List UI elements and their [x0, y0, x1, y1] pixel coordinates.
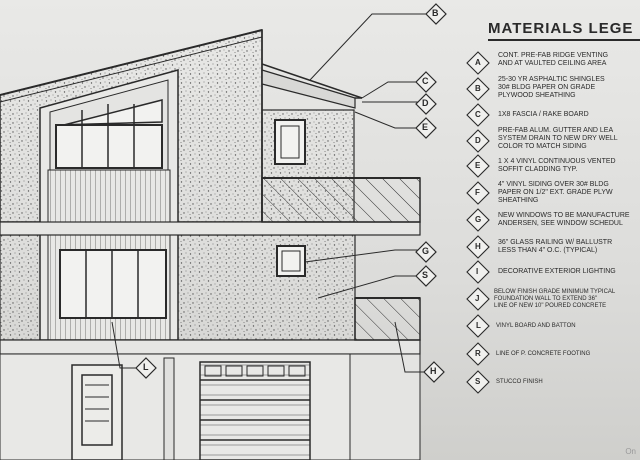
legend-tag-s: S [475, 377, 481, 386]
callout-h [423, 361, 445, 383]
callout-l [135, 357, 157, 379]
callout-b [425, 3, 447, 25]
legend-tag-h: H [475, 242, 481, 251]
leader-lines [111, 13, 428, 373]
lower-level [0, 353, 421, 460]
legend-item-c: 1x8 FASCIA / RAKE BOARD [498, 111, 589, 118]
glass-railing-upper [261, 177, 421, 223]
legend-diamonds [466, 51, 490, 394]
legend-tag-g: G [475, 215, 482, 224]
roof [0, 29, 363, 222]
middle-window-group [59, 249, 167, 319]
callout-s-label: S [422, 270, 429, 280]
small-window-upper [274, 119, 306, 165]
legend-tag-a: A [475, 58, 481, 67]
upper-window-group [55, 99, 163, 169]
callout-g-label: G [422, 246, 430, 256]
garage-door [199, 361, 311, 460]
legend-tag-j: J [475, 294, 480, 303]
legend-item-i: DECORATIVE EXTERIOR LIGHTING [498, 268, 616, 275]
callout-g [415, 241, 437, 263]
legend-tag-c: C [475, 110, 481, 119]
entry-door [71, 364, 123, 460]
floor-band [0, 221, 421, 355]
legend-title: MATERIALS LEGE [488, 20, 640, 41]
legend-tag-e: E [475, 161, 481, 170]
glass-railing-lower [354, 297, 421, 341]
legend-item-l: VINYL BOARD AND BATTON [496, 323, 576, 329]
legend-item-s: STUCCO FINISH [496, 379, 543, 385]
legend-tag-l: L [476, 321, 481, 330]
legend-tag-d: D [475, 136, 481, 145]
callout-e-label: E [422, 122, 429, 132]
callout-s [415, 265, 437, 287]
callout-e [415, 117, 437, 139]
legend-tag-i: I [476, 267, 479, 276]
callout-d [415, 93, 437, 115]
watermark-text: On [625, 447, 636, 456]
legend-tag-r: R [475, 349, 481, 358]
callout-h-label: H [430, 366, 437, 376]
callout-d-label: D [422, 98, 429, 108]
legend-tag-b: B [475, 84, 481, 93]
callout-c-label: C [422, 76, 429, 86]
callout-c [415, 71, 437, 93]
legend-tag-f: F [475, 188, 480, 197]
callout-b-label: B [432, 8, 439, 18]
callout-l-label: L [143, 362, 149, 372]
legend-item-r: LINE OF P. CONCRETE FOOTING [496, 351, 591, 357]
